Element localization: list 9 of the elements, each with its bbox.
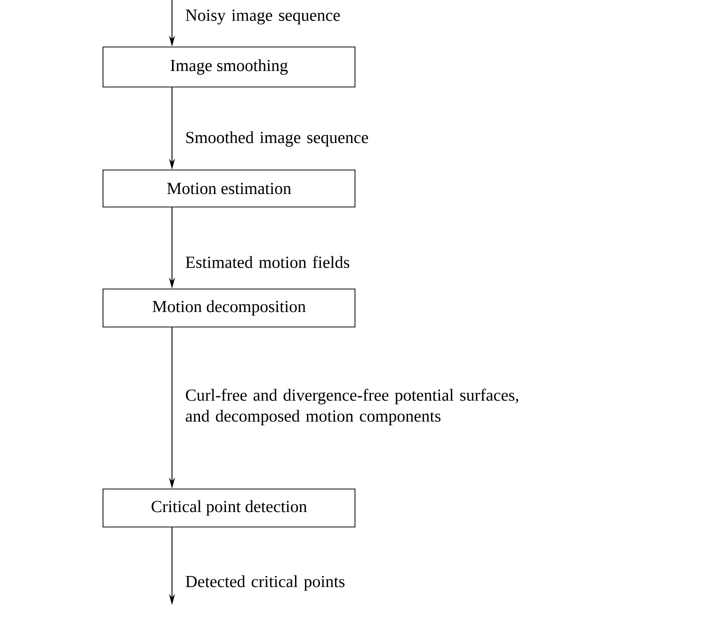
edge-label: Noisy image sequence xyxy=(186,10,340,24)
process-box: Critical point detection xyxy=(102,488,356,528)
process-box: Image smoothing xyxy=(102,46,356,88)
process-box: Motion estimation xyxy=(102,170,356,208)
edge-label: Detected critical points xyxy=(186,575,345,591)
edge-label: Curl-free and divergence-free potential surfaces, and decomposed motion components xyxy=(186,388,518,426)
edge-label: Estimated motion fields xyxy=(186,256,350,268)
edge-label: Smoothed image sequence xyxy=(186,131,368,147)
process-box: Motion decomposition xyxy=(102,288,356,328)
